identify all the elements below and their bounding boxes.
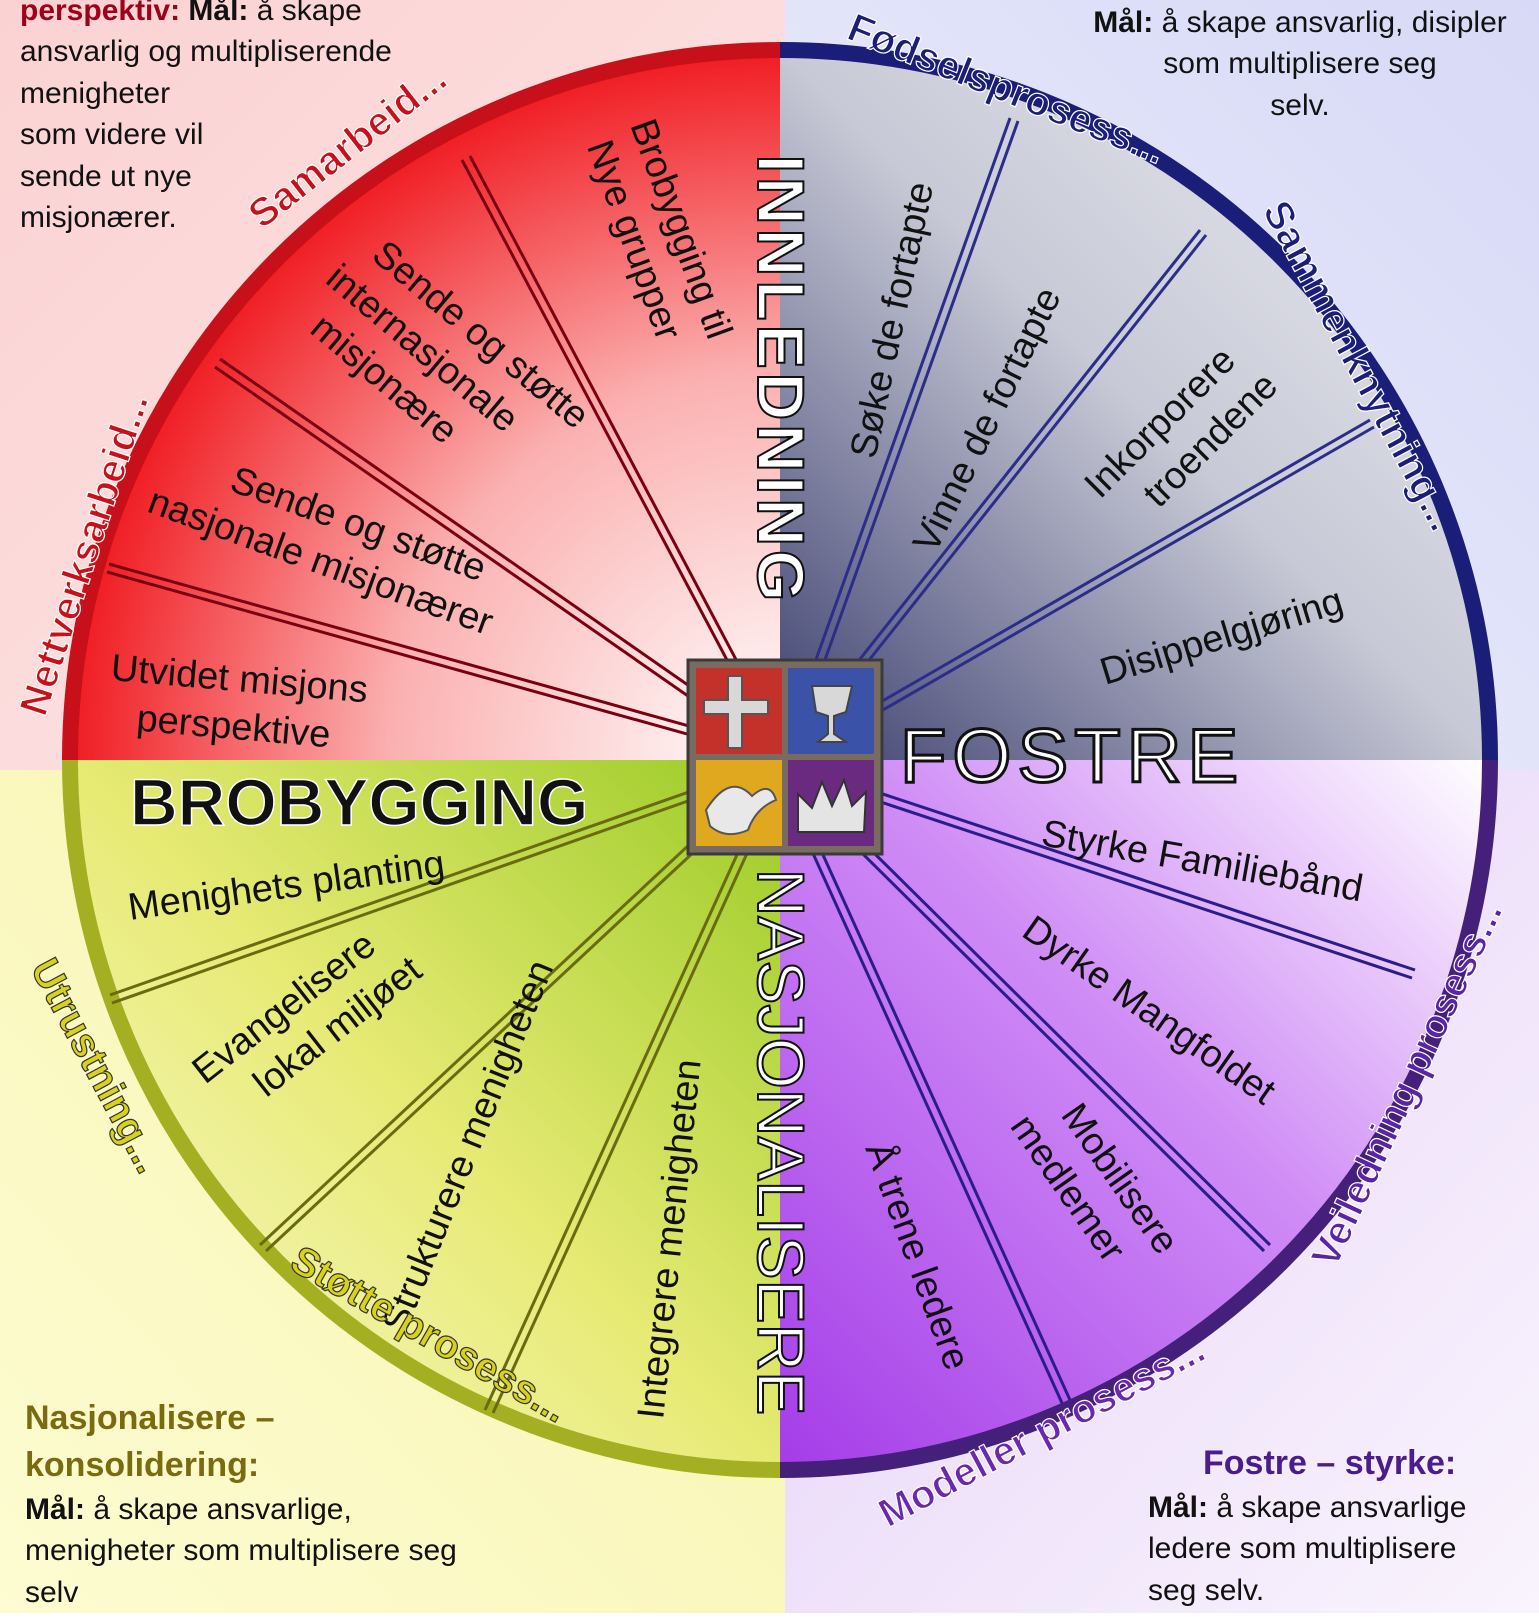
top-right-line-0: å skape ansvarlig, disipler [1161,6,1507,39]
corner-top-left: perspektiv: Mål: å skape ansvarlig og mu… [20,0,440,238]
bottom-left-goal-label: Mål: [25,1492,85,1526]
top-right-line-2: selv. [1270,88,1330,122]
top-left-goal-label: Mål: [188,0,249,27]
bottom-right-heading: Fostre – styrke: [1203,1444,1457,1482]
top-right-goal-label: Mål: [1093,6,1154,39]
chalice-icon [810,685,854,743]
quadrant-innledning [780,50,1490,760]
bottom-left-line-1: menigheter som multiplisere seg [25,1534,457,1568]
rim-red [62,42,781,761]
top-left-line-0: å skape [256,0,362,27]
bottom-right-line-0: å skape ansvarlige [1216,1490,1467,1524]
quadrant-brobygging [70,50,780,760]
title-innledning: INNLEDNING [744,155,818,606]
title-nasjonalisere: NASJONALISERE [744,869,818,1416]
dove-icon [704,785,778,836]
top-left-line-5: misjonærer. [20,200,177,234]
bottom-right-line-1: ledere som multiplisere [1148,1532,1457,1566]
corner-top-right: Mål: å skape ansvarlig, disipler som mul… [1080,2,1520,126]
crown-icon [797,777,868,833]
rim-navy [779,42,1498,761]
title-brobygging: BROBYGGING [130,765,588,839]
top-left-line-4: sende ut nye [20,159,192,193]
bottom-left-heading-1: konsolidering: [25,1445,260,1484]
center-emblem [686,658,884,856]
bottom-left-heading-0: Nasjonalisere – [25,1399,275,1437]
top-right-line-1: som multiplisere seg [1163,47,1437,81]
bottom-right-goal-label: Mål: [1148,1490,1208,1524]
bottom-right-line-2: seg selv. [1148,1573,1265,1607]
top-left-line-3: som videre vil [20,118,204,152]
rim-olive [62,759,781,1478]
top-left-heading: perspektiv: [20,0,181,27]
title-fostre: FOSTRE [900,714,1244,799]
bottom-left-line-2: selv [25,1575,79,1609]
top-left-line-2: menigheter [20,76,171,110]
top-left-line-1: ansvarlig og multipliserende [20,35,392,69]
rim-purple [779,759,1498,1478]
corner-bottom-right: Fostre – styrke: Mål: å skape ansvarlige… [1148,1440,1528,1611]
corner-bottom-left: Nasjonalisere – konsolidering: Mål: å sk… [25,1395,545,1613]
bottom-left-line-0: å skape ansvarlige, [93,1492,352,1526]
cross-icon [703,675,769,749]
